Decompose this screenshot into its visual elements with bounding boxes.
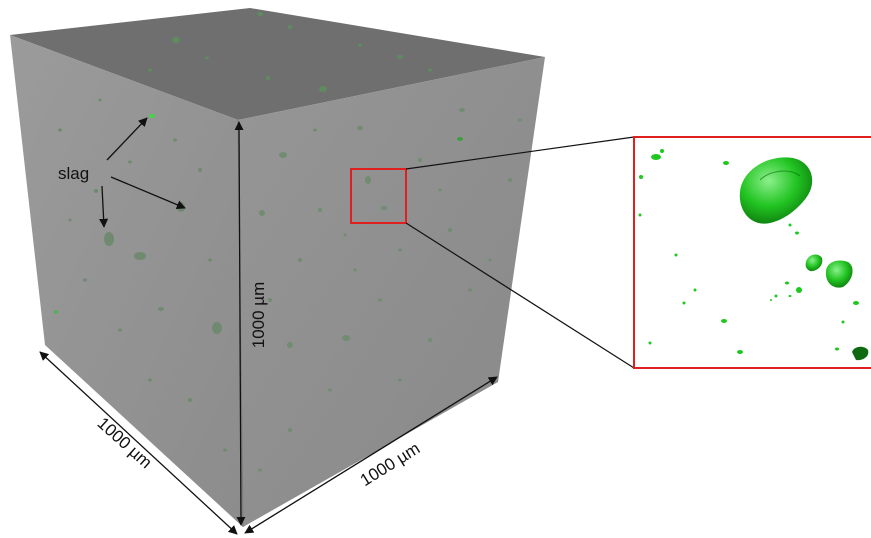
zoom-connector-top — [405, 136, 635, 170]
dimension-arrow-vertical — [234, 121, 246, 526]
slag-arrow-2 — [110, 176, 186, 210]
cube-top-face — [10, 8, 545, 120]
zoom-region-box — [350, 168, 407, 224]
zoom-panel — [633, 136, 871, 369]
dimension-arrow-right — [244, 376, 498, 534]
dimension-arrow-left — [39, 351, 238, 535]
medium-slag-particle — [825, 260, 853, 288]
slag-arrow-1 — [106, 117, 148, 161]
small-slag-particle — [805, 254, 823, 272]
slag-inclusions-left — [54, 98, 227, 452]
dimension-label-vertical: 1000 µm — [249, 282, 268, 349]
zoom-panel-frame — [633, 136, 871, 369]
zoom-connector-bottom — [405, 222, 635, 369]
slag-arrow-3 — [99, 185, 109, 228]
slag-label: slag — [58, 164, 89, 183]
large-slag-particle — [739, 157, 813, 224]
slag-inclusions-top — [148, 12, 432, 92]
